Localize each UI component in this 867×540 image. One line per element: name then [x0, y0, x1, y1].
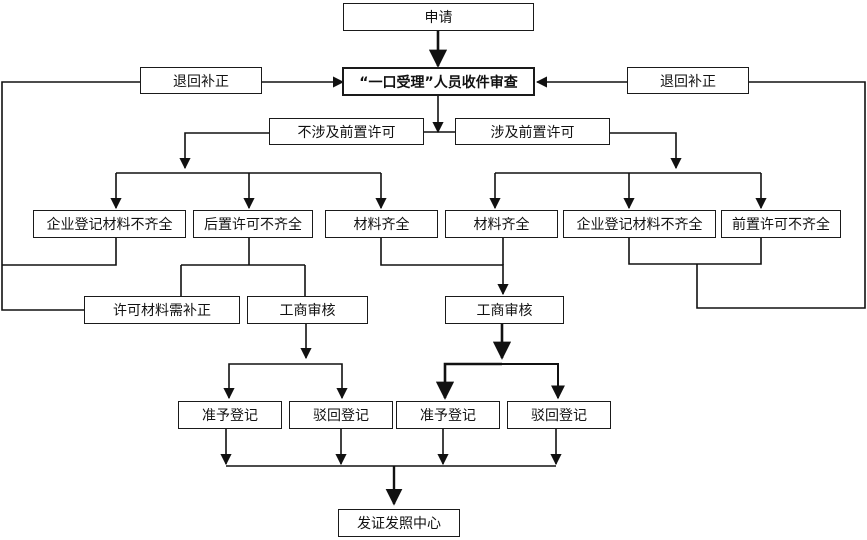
node-r-complete-label: 材料齐全 — [473, 217, 530, 233]
node-l-post-incomplete-label: 后置许可不齐全 — [204, 217, 302, 233]
node-l-approve-label: 准予登记 — [202, 408, 258, 424]
arrow-to-l-reject — [306, 363, 348, 400]
node-center: 发证发照中心 — [338, 509, 460, 537]
node-l-reject-label: 驳回登记 — [313, 408, 369, 424]
node-permit-supplement: 许可材料需补正 — [84, 296, 240, 324]
node-r-audit-label: 工商审核 — [476, 303, 533, 319]
node-involve-permit-label: 涉及前置许可 — [490, 124, 575, 141]
node-r-reject-label: 驳回登记 — [531, 408, 587, 424]
node-return-right: 退回补正 — [627, 67, 749, 94]
node-apply: 申请 — [343, 3, 534, 31]
node-r-approve: 准予登记 — [396, 401, 500, 429]
node-l-complete: 材料齐全 — [325, 210, 438, 238]
node-r-pre-incomplete: 前置许可不齐全 — [721, 210, 841, 238]
node-r-audit: 工商审核 — [445, 296, 564, 324]
node-r-pre-incomplete-label: 前置许可不齐全 — [732, 217, 830, 233]
node-l-post-incomplete: 后置许可不齐全 — [193, 210, 313, 238]
arrow-to-l-approve — [223, 363, 306, 400]
arrow-not-involve-down — [179, 132, 269, 170]
arrow-to-r-reject — [502, 363, 565, 400]
node-return-right-label: 退回补正 — [660, 73, 716, 90]
node-permit-supplement-label: 许可材料需补正 — [113, 303, 211, 319]
arrow-to-r-approve — [435, 362, 502, 400]
node-center-label: 发证发照中心 — [357, 516, 441, 532]
node-l-audit: 工商审核 — [247, 296, 368, 324]
node-l-reg-incomplete-label: 企业登记材料不齐全 — [46, 217, 173, 233]
node-l-audit-label: 工商审核 — [279, 303, 336, 319]
arrow-involve-down — [610, 132, 682, 170]
node-r-complete: 材料齐全 — [445, 210, 558, 238]
node-l-complete-label: 材料齐全 — [353, 217, 410, 233]
arrow-l-complete-to-r-audit — [380, 237, 509, 296]
line-r-reg-incomplete-return — [628, 237, 762, 265]
node-not-involve-permit-label: 不涉及前置许可 — [297, 124, 396, 141]
node-review-label: “一口受理”人员收件审查 — [359, 74, 518, 91]
node-r-reg-incomplete-label: 企业登记材料不齐全 — [576, 217, 703, 233]
node-involve-permit: 涉及前置许可 — [455, 118, 610, 145]
node-r-approve-label: 准予登记 — [420, 408, 476, 424]
node-not-involve-permit: 不涉及前置许可 — [269, 118, 424, 145]
node-review: “一口受理”人员收件审查 — [342, 67, 535, 96]
node-l-approve: 准予登记 — [178, 401, 282, 429]
arrow-left-return-loop — [1, 76, 345, 311]
node-apply-label: 申请 — [424, 10, 453, 26]
node-return-left: 退回补正 — [140, 67, 262, 94]
node-l-reg-incomplete: 企业登记材料不齐全 — [33, 210, 186, 238]
node-l-reject: 驳回登记 — [289, 401, 393, 429]
node-r-reg-incomplete: 企业登记材料不齐全 — [563, 210, 716, 238]
node-return-left-label: 退回补正 — [173, 73, 229, 90]
arrow-right-return-loop — [535, 76, 866, 309]
line-l-reg-incomplete-return — [2, 237, 117, 266]
node-r-reject: 驳回登记 — [507, 401, 611, 429]
